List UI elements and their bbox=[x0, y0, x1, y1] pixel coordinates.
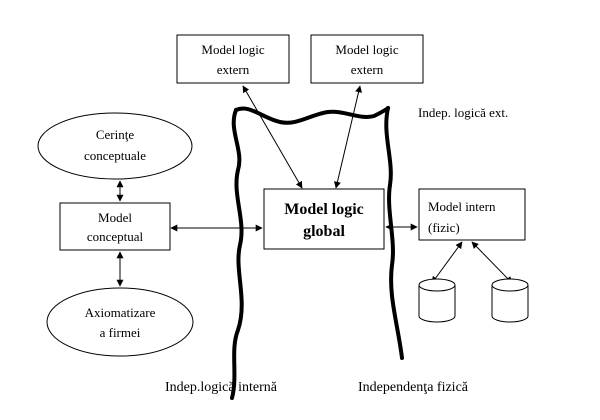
internal-independence-boundary bbox=[230, 108, 244, 400]
label-independenta-fizica: Independenţa fizică bbox=[358, 380, 469, 395]
node-axiomatizare-firmei: Axiomatizare a firmei bbox=[46, 287, 194, 357]
node-label: conceptuale bbox=[84, 148, 146, 163]
node-label: global bbox=[303, 223, 345, 240]
node-label: Axiomatizare bbox=[85, 305, 156, 320]
external-independence-boundary bbox=[234, 106, 390, 125]
node-label: Model logic bbox=[201, 42, 264, 57]
label-indep-logica-interna: Indep.logică internă bbox=[165, 380, 278, 395]
node-label: Model intern bbox=[428, 199, 496, 214]
arrow-intern-disk2 bbox=[471, 241, 513, 284]
arrow-ext2-global bbox=[334, 85, 362, 189]
node-model-intern: Model intern (fizic) bbox=[418, 188, 526, 241]
node-label: conceptual bbox=[87, 229, 144, 244]
node-label: Cerinţe bbox=[96, 127, 134, 142]
node-label: extern bbox=[351, 62, 384, 77]
node-cerinte-conceptuale: Cerinţe conceptuale bbox=[37, 112, 193, 180]
node-label: Model logic bbox=[335, 42, 398, 57]
node-model-logic-extern-1: Model logic extern bbox=[176, 34, 290, 84]
node-label: (fizic) bbox=[428, 220, 460, 235]
arrow-intern-disk1 bbox=[431, 241, 463, 284]
node-label: Model bbox=[98, 210, 132, 225]
disk-icon bbox=[491, 278, 529, 323]
node-model-logic-global: Model logic global bbox=[263, 188, 385, 250]
node-model-logic-extern-2: Model logic extern bbox=[310, 34, 424, 84]
node-label: Model logic bbox=[284, 201, 364, 218]
node-label: extern bbox=[217, 62, 250, 77]
label-indep-logica-ext: Indep. logică ext. bbox=[418, 105, 508, 120]
arrow-ext1-global bbox=[242, 85, 303, 189]
node-label: a firmei bbox=[100, 325, 141, 340]
disk-icon bbox=[418, 278, 456, 323]
physical-independence-boundary bbox=[384, 106, 404, 360]
node-model-conceptual: Model conceptual bbox=[59, 202, 171, 251]
